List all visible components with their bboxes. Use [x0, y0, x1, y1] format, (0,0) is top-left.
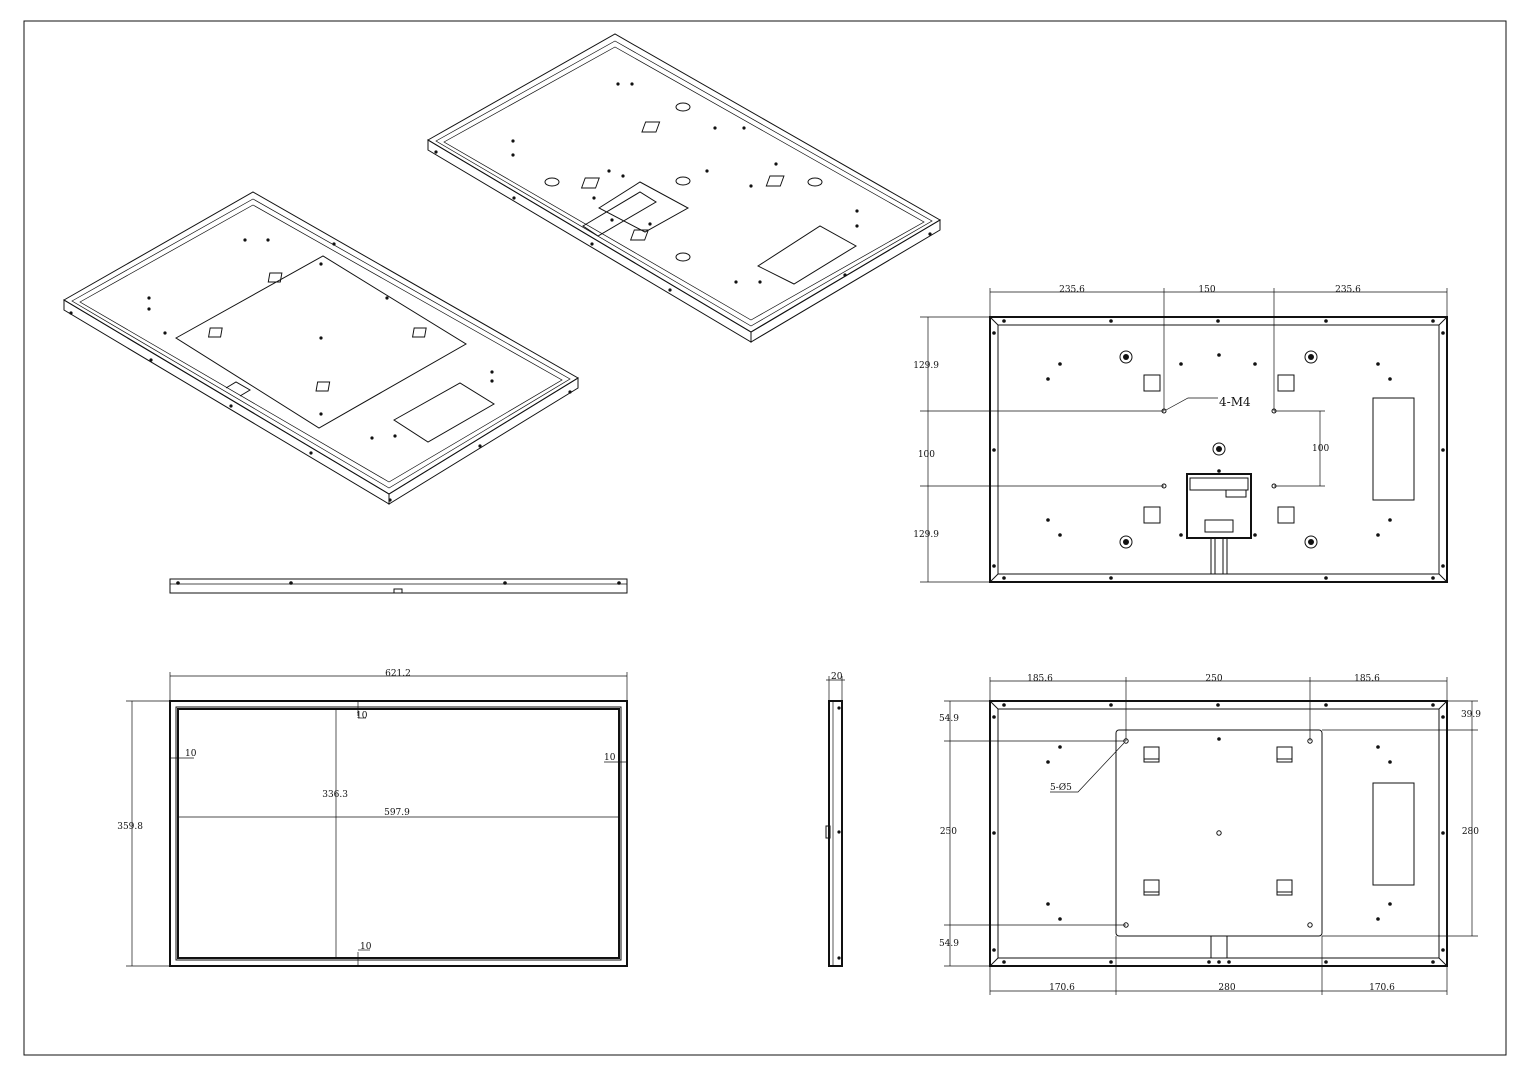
dim-border-bottom: 10	[360, 942, 372, 952]
dim-depth: 20	[831, 672, 843, 682]
back-dim-bottom-middle: 280	[1218, 983, 1235, 993]
top-plan-view: 235.6 150 235.6 129.9 100 129.9 100 4-M4	[913, 285, 1448, 583]
back-dim-bottom-right: 170.6	[1369, 983, 1395, 993]
callout-4-m4: 4-M4	[1219, 395, 1251, 409]
callout-5-holes: 5-Ø5	[1050, 782, 1072, 793]
dim-left-top: 129.9	[913, 361, 939, 371]
back-dim-top-right: 185.6	[1354, 674, 1380, 684]
front-view: 621.2 359.8 336.3 597.9 10 10 10 10	[117, 669, 628, 967]
back-dim-left-middle: 250	[940, 827, 957, 837]
isometric-view-front	[63, 191, 579, 505]
back-view: 185.6 250 185.6 54.9 250 54.9 39.9 280 1…	[939, 674, 1481, 995]
dim-top-right: 235.6	[1335, 285, 1361, 295]
dim-top-middle: 150	[1198, 285, 1215, 295]
isometric-view-back	[427, 33, 941, 343]
back-dim-right-middle: 280	[1462, 827, 1479, 837]
back-dim-top-left: 185.6	[1027, 674, 1053, 684]
dim-inner-width: 597.9	[384, 808, 410, 818]
back-dim-top-middle: 250	[1205, 674, 1222, 684]
back-dim-left-top: 54.9	[939, 714, 959, 724]
dim-border-left: 10	[185, 749, 197, 759]
dim-inner-vertical: 100	[1312, 444, 1329, 454]
dim-border-right: 10	[604, 753, 616, 763]
dim-left-middle: 100	[918, 450, 935, 460]
dim-inner-height: 336.3	[322, 790, 348, 800]
dim-overall-height: 359.8	[117, 822, 143, 832]
dim-overall-width: 621.2	[385, 669, 411, 679]
sheet-border	[23, 20, 1507, 1056]
dim-top-left: 235.6	[1059, 285, 1085, 295]
dim-left-bottom: 129.9	[913, 530, 939, 540]
back-dim-right-top: 39.9	[1461, 710, 1481, 720]
back-dim-left-bottom: 54.9	[939, 939, 959, 949]
dim-border-top: 10	[356, 711, 368, 721]
top-edge-view	[169, 578, 628, 594]
back-dim-bottom-left: 170.6	[1049, 983, 1075, 993]
side-view: 20	[825, 672, 845, 967]
